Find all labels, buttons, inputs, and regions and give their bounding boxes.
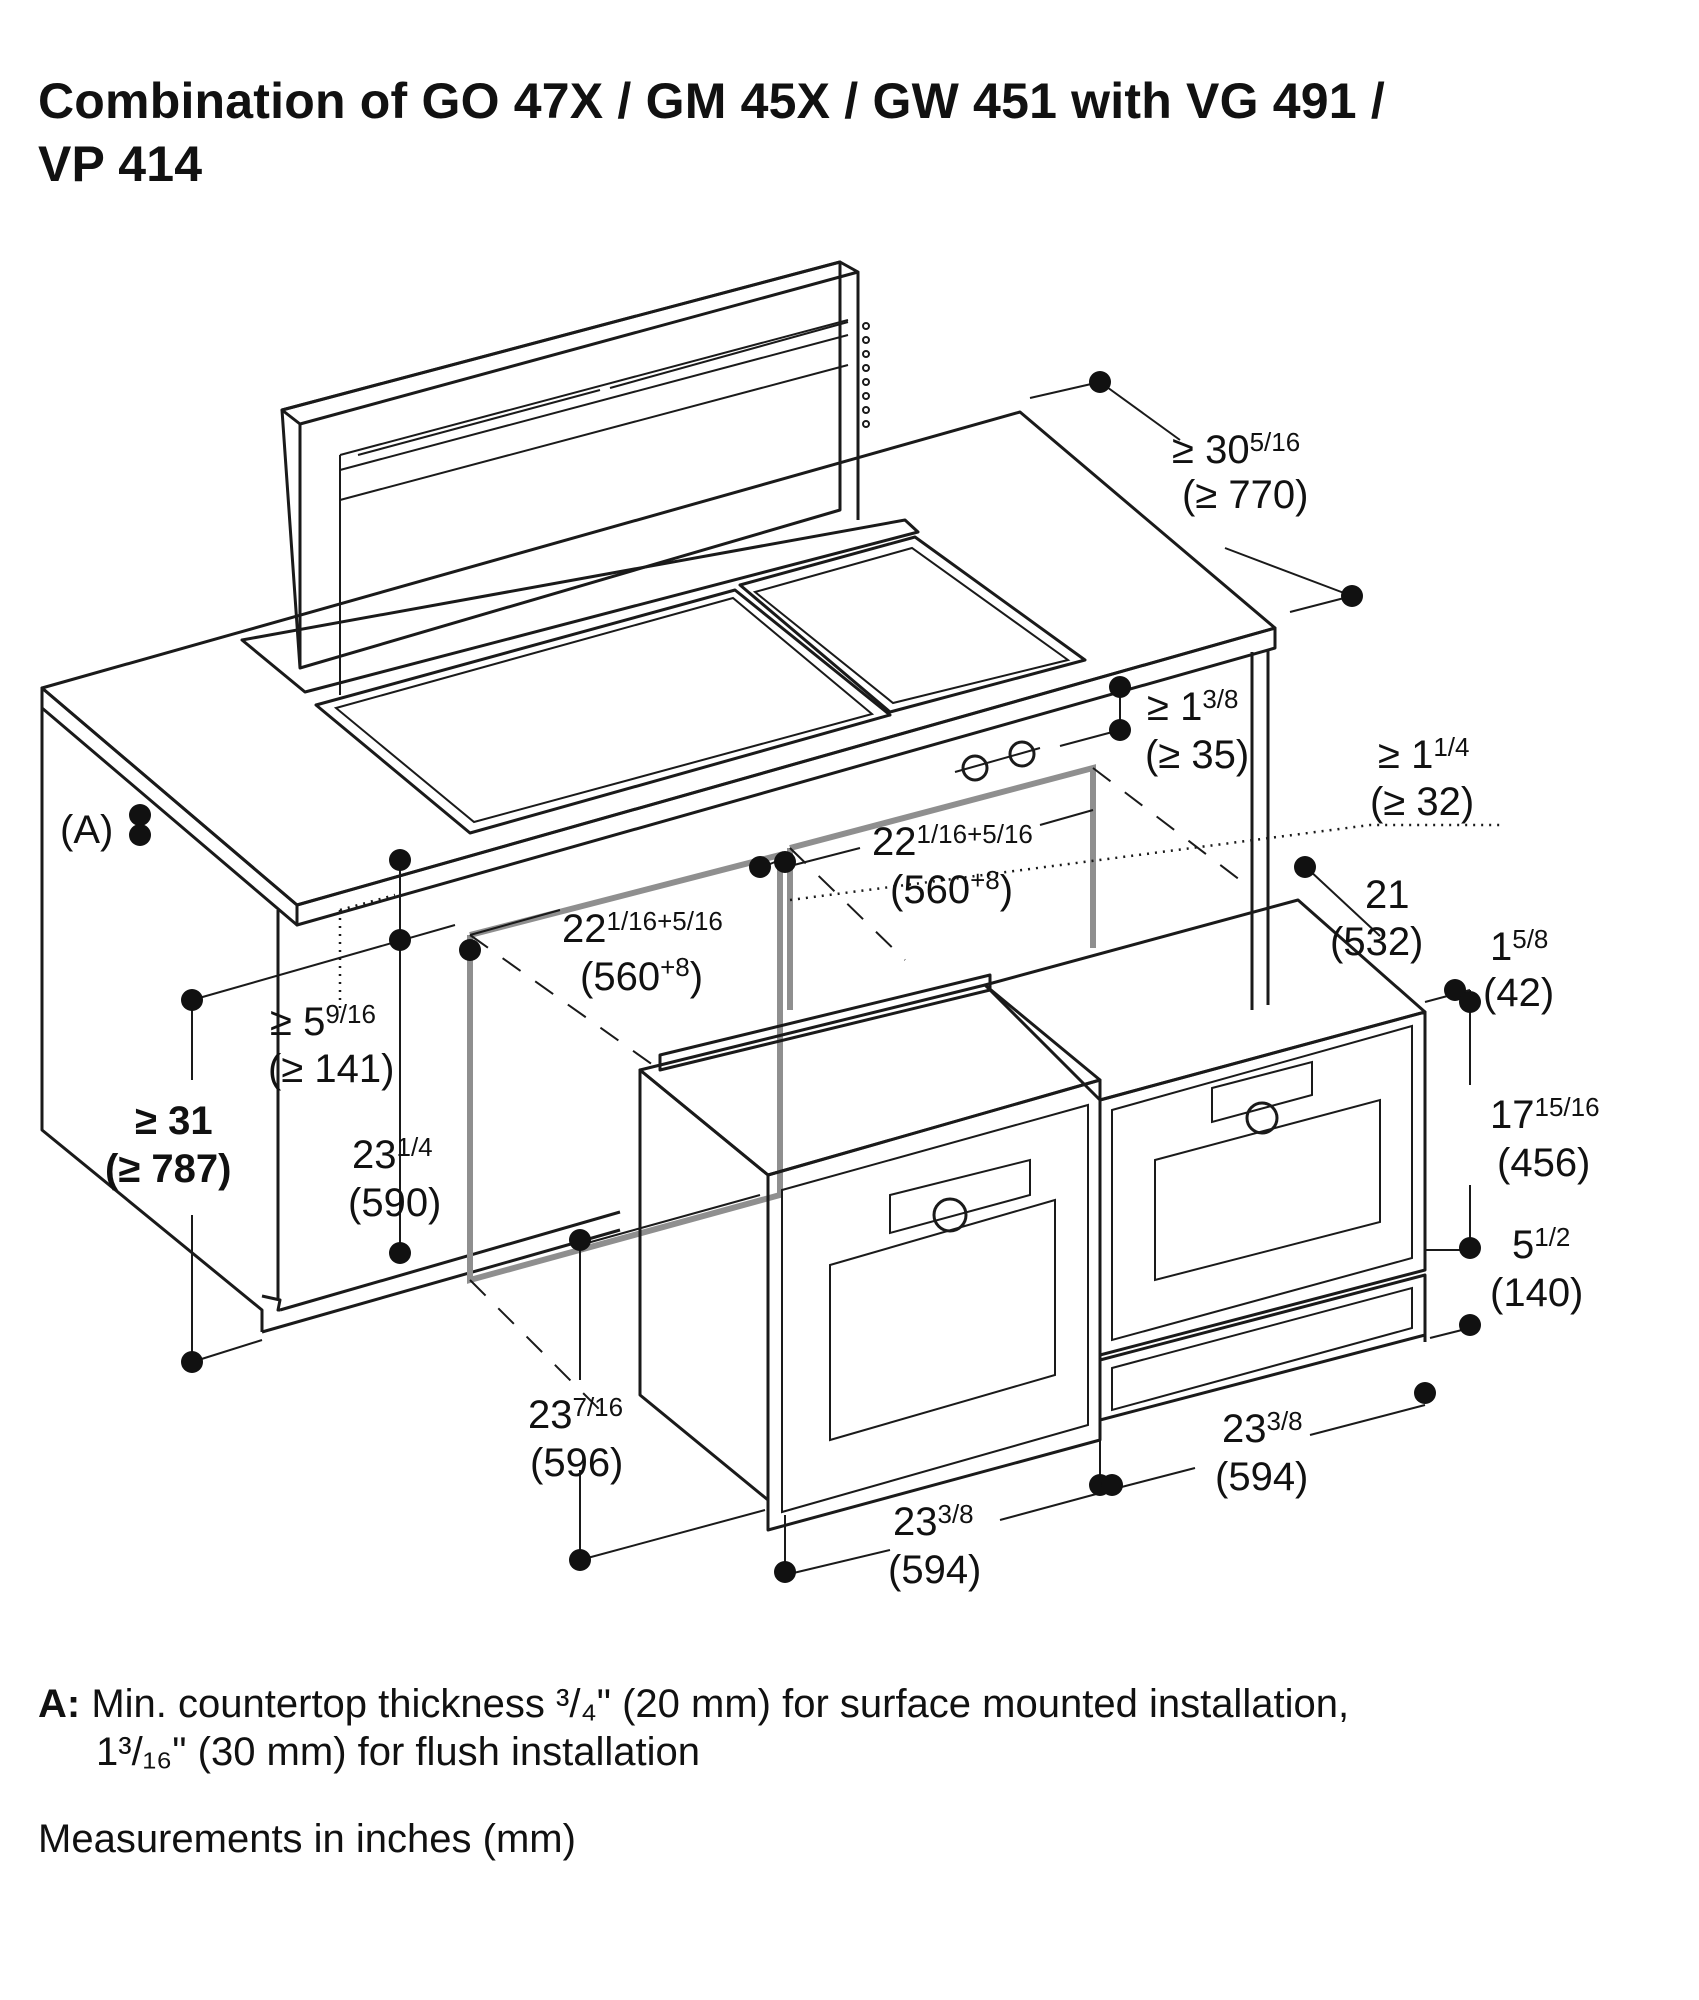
dim-front-offset: 15/8 (42) bbox=[1483, 924, 1554, 1015]
svg-text:(594): (594) bbox=[888, 1548, 981, 1592]
speed-oven-and-drawer bbox=[983, 898, 1427, 1422]
svg-text:(596): (596) bbox=[530, 1441, 623, 1485]
svg-text:(140): (140) bbox=[1490, 1271, 1583, 1315]
dim-depth-clearance: ≥ 305/16 (≥ 770) bbox=[1172, 427, 1308, 517]
svg-text:(≥ 35): (≥ 35) bbox=[1145, 733, 1249, 777]
svg-text:(590): (590) bbox=[348, 1181, 441, 1225]
svg-text:1715/16: 1715/16 bbox=[1490, 1092, 1600, 1137]
svg-text:237/16: 237/16 bbox=[528, 1392, 623, 1437]
dim-speed-oven-height: 1715/16 (456) bbox=[1490, 1092, 1600, 1185]
svg-text:(≥ 141): (≥ 141) bbox=[268, 1047, 394, 1091]
svg-text:(≥ 770): (≥ 770) bbox=[1182, 473, 1308, 517]
dim-drawer-height: 51/2 (140) bbox=[1490, 1222, 1583, 1315]
svg-text:15/8: 15/8 bbox=[1490, 924, 1548, 969]
svg-text:(456): (456) bbox=[1497, 1141, 1590, 1185]
svg-text:(560+8): (560+8) bbox=[890, 865, 1013, 912]
dim-combi-width: 233/8 (594) bbox=[1215, 1406, 1308, 1499]
footnote-line-2: 1³/₁₆" (30 mm) for flush installation bbox=[96, 1730, 701, 1774]
svg-text:(≥ 787): (≥ 787) bbox=[105, 1147, 231, 1191]
svg-text:233/8: 233/8 bbox=[1222, 1406, 1303, 1451]
dim-oven-depth: 237/16 (596) bbox=[528, 1392, 623, 1485]
svg-text:(532): (532) bbox=[1330, 920, 1423, 964]
svg-text:≥ 11/4: ≥ 11/4 bbox=[1378, 732, 1469, 777]
control-dots bbox=[862, 322, 870, 428]
dimension-lines bbox=[129, 371, 1481, 1583]
dim-counter-height: ≥ 31 (≥ 787) bbox=[105, 1099, 231, 1191]
svg-text:≥ 13/8: ≥ 13/8 bbox=[1147, 684, 1238, 729]
footnote-key: A: bbox=[38, 1682, 81, 1726]
dim-cutout-depth: 21 (532) bbox=[1330, 873, 1423, 964]
svg-text:221/16+5/16: 221/16+5/16 bbox=[872, 819, 1033, 864]
footnote-line-1: Min. countertop thickness ³/₄" (20 mm) f… bbox=[91, 1682, 1350, 1726]
svg-text:233/8: 233/8 bbox=[893, 1499, 974, 1544]
svg-text:221/16+5/16: 221/16+5/16 bbox=[562, 906, 723, 951]
svg-text:51/2: 51/2 bbox=[1512, 1222, 1570, 1267]
svg-text:(594): (594) bbox=[1215, 1455, 1308, 1499]
dim-top-gap: ≥ 59/16 (≥ 141) bbox=[268, 999, 394, 1091]
svg-text:(≥ 32): (≥ 32) bbox=[1370, 780, 1474, 824]
dim-cutout-height: 231/4 (590) bbox=[348, 1132, 441, 1225]
svg-text:≥ 305/16: ≥ 305/16 bbox=[1172, 427, 1300, 472]
units-note: Measurements in inches (mm) bbox=[38, 1817, 576, 1861]
title-line-2: VP 414 bbox=[38, 136, 203, 192]
dim-cutout-width-right: 221/16+5/16 (560+8) bbox=[872, 819, 1033, 912]
cooktop-small bbox=[738, 535, 1087, 714]
svg-text:(42): (42) bbox=[1483, 971, 1554, 1015]
dim-cutout-width-left: 221/16+5/16 (560+8) bbox=[562, 906, 723, 999]
svg-text:(560+8): (560+8) bbox=[580, 952, 703, 999]
control-knobs bbox=[954, 740, 1041, 782]
footnote-a: A: Min. countertop thickness ³/₄" (20 mm… bbox=[38, 1680, 1658, 1776]
title-line-1: Combination of GO 47X / GM 45X / GW 451 … bbox=[38, 73, 1385, 129]
downdraft-vent bbox=[240, 260, 920, 695]
guide-lines bbox=[338, 767, 1500, 1421]
cooktop-large bbox=[314, 588, 892, 835]
svg-text:21: 21 bbox=[1365, 873, 1410, 917]
oven bbox=[638, 973, 1102, 1532]
label-a: (A) bbox=[60, 808, 113, 852]
svg-text:≥ 31: ≥ 31 bbox=[135, 1099, 213, 1143]
dim-side-gap: ≥ 11/4 (≥ 32) bbox=[1370, 732, 1474, 824]
svg-text:≥ 59/16: ≥ 59/16 bbox=[270, 999, 376, 1044]
dim-panel-gap: ≥ 13/8 (≥ 35) bbox=[1145, 684, 1249, 777]
dim-oven-width: 233/8 (594) bbox=[888, 1499, 981, 1592]
svg-text:231/4: 231/4 bbox=[352, 1132, 433, 1177]
page-title: Combination of GO 47X / GM 45X / GW 451 … bbox=[38, 70, 1538, 196]
